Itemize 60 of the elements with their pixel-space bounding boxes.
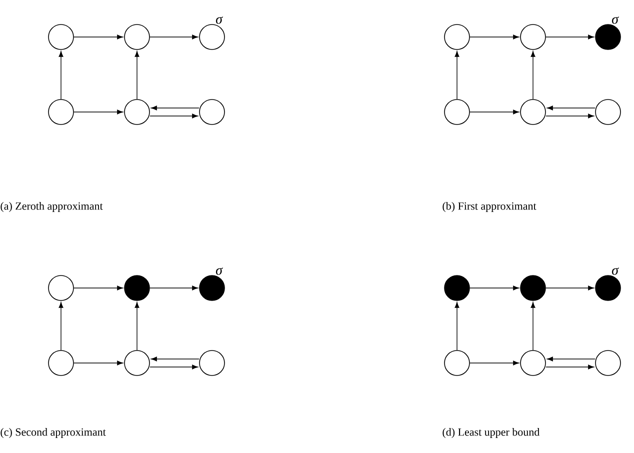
state-circle xyxy=(444,24,470,50)
arrow xyxy=(74,34,123,40)
state-circle xyxy=(444,350,470,376)
arrow xyxy=(546,286,594,290)
arrow xyxy=(151,106,200,110)
state-circle xyxy=(199,350,225,376)
subfigure-caption: (d) Least upper bound xyxy=(442,428,540,438)
arrow xyxy=(134,51,140,100)
state-circle xyxy=(199,275,225,301)
arrow xyxy=(454,302,460,350)
subfigure-caption: (b) First approximant xyxy=(442,202,536,212)
arrow xyxy=(546,34,594,40)
state-circle xyxy=(124,24,150,50)
arrow xyxy=(151,356,200,362)
arrow xyxy=(58,302,64,350)
arrow xyxy=(470,110,519,114)
arrow xyxy=(150,286,198,290)
state-circle xyxy=(444,275,470,301)
subfigure-caption: (c) Second approximant xyxy=(0,428,106,438)
arrow xyxy=(470,34,519,40)
state-circle xyxy=(595,350,621,376)
state-circle xyxy=(124,99,150,125)
state-circle xyxy=(520,24,546,50)
sigma-label: σ xyxy=(216,267,223,275)
arrow xyxy=(74,286,123,290)
state-circle xyxy=(199,99,225,125)
sigma-label: σ xyxy=(612,267,619,275)
state-circle xyxy=(48,24,74,50)
arrow xyxy=(150,114,198,118)
sigma-label: σ xyxy=(216,16,223,24)
arrow xyxy=(470,286,519,290)
arrow xyxy=(454,51,460,100)
subfigure-caption: (a) Zeroth approximant xyxy=(0,202,103,212)
state-circle xyxy=(199,24,225,50)
state-circle xyxy=(444,99,470,125)
arrow xyxy=(470,360,519,366)
state-circle xyxy=(595,99,621,125)
state-circle xyxy=(124,275,150,301)
arrow xyxy=(547,106,596,110)
arrow xyxy=(134,302,140,350)
state-circle xyxy=(48,275,74,301)
arrow xyxy=(58,51,64,100)
arrow xyxy=(530,51,536,100)
arrow xyxy=(74,110,123,114)
state-circle xyxy=(48,350,74,376)
sigma-label: σ xyxy=(612,16,619,24)
state-circle xyxy=(520,350,546,376)
state-circle xyxy=(595,275,621,301)
state-circle xyxy=(595,24,621,50)
state-circle xyxy=(48,99,74,125)
state-circle xyxy=(124,350,150,376)
arrow xyxy=(530,302,536,350)
arrow xyxy=(150,364,198,370)
state-circle xyxy=(520,275,546,301)
state-circle xyxy=(520,99,546,125)
arrow xyxy=(547,356,596,362)
arrow xyxy=(546,364,594,370)
arrow xyxy=(546,114,594,118)
arrow xyxy=(74,360,123,366)
arrow xyxy=(150,34,198,40)
